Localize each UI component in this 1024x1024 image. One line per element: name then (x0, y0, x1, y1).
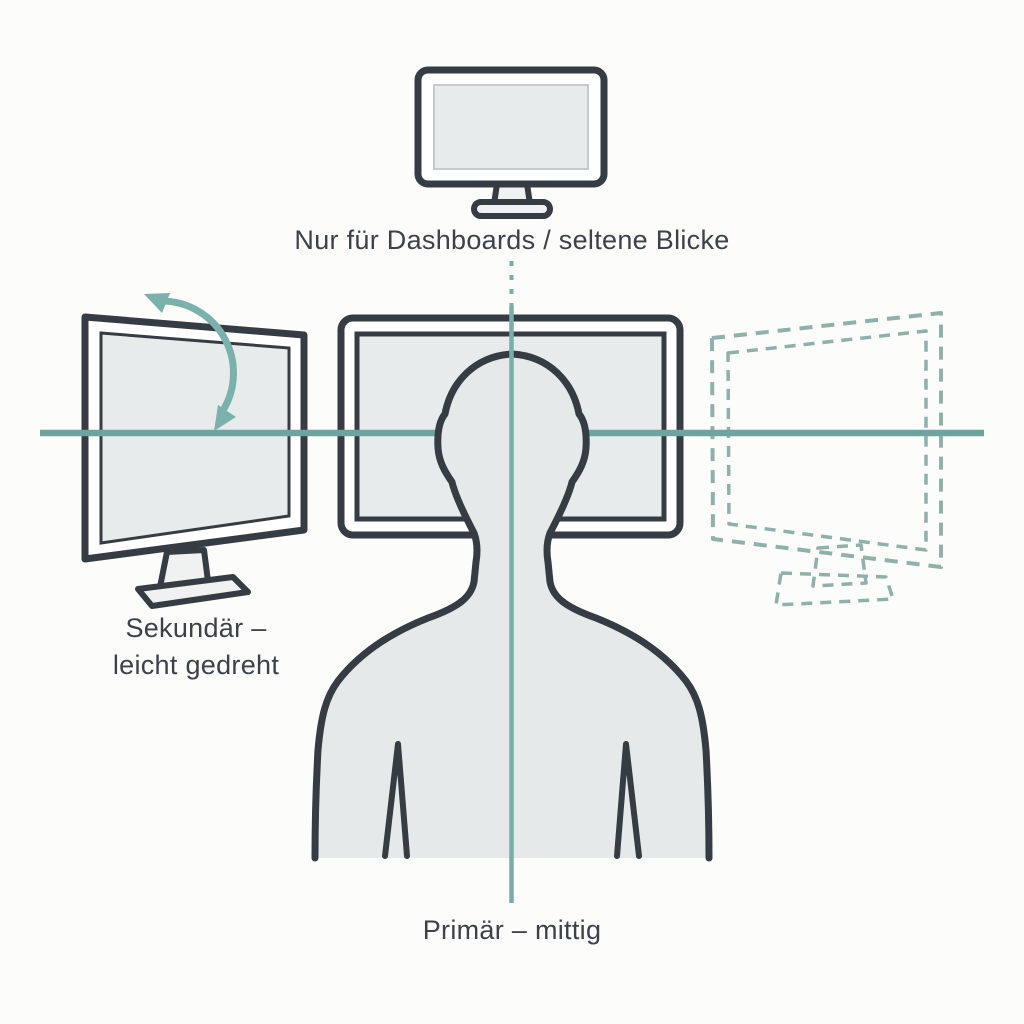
rotation-arrow-head-bottom (214, 405, 236, 431)
ghost-stand-base (774, 571, 895, 607)
ghost-monitor-icon (710, 311, 943, 607)
ghost-stand-neck (811, 543, 868, 588)
monitor-stand-base (135, 574, 251, 609)
ghost-screen (726, 329, 928, 552)
dashboard-monitor-label: Nur für Dashboards / seltene Blicke (294, 225, 730, 255)
secondary-monitor-label: Sekundär – leicht gedreht (40, 610, 352, 684)
rotation-arrow-arc (158, 297, 237, 416)
secondary-label-line2: leicht gedreht (112, 650, 280, 680)
monitor-stand-base (471, 199, 553, 219)
arm-crease-left (382, 741, 410, 859)
monitor-screen (433, 84, 589, 170)
rotation-arrow-head-top (144, 293, 170, 313)
monitor-screen (99, 331, 291, 545)
arm-crease-right (614, 741, 642, 859)
ghost-frame (710, 311, 943, 569)
rotation-arrow-icon (144, 293, 237, 431)
dashboard-monitor-icon (414, 66, 608, 219)
secondary-monitor-icon (81, 313, 308, 609)
primary-monitor-label: Primär – mittig (422, 915, 602, 945)
secondary-label-line1: Sekundär – (125, 613, 267, 643)
